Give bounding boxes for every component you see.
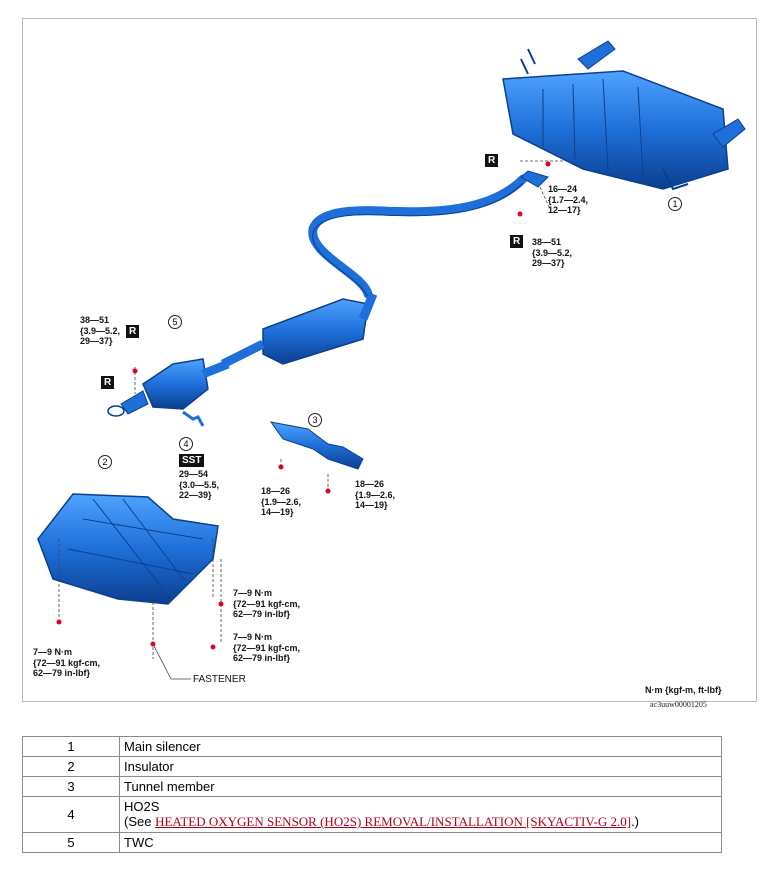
replace-badge: R bbox=[485, 154, 499, 167]
table-row: 5 TWC bbox=[22, 832, 722, 853]
part-number: 4 bbox=[22, 796, 120, 833]
torque-silencer-lower: 38—51 {3.9—5.2, 29—37} bbox=[532, 237, 573, 268]
twc bbox=[107, 358, 230, 417]
torque-twc-upper: 38—51 {3.9—5.2, 29—37} bbox=[80, 315, 121, 346]
part-number: 5 bbox=[22, 832, 120, 853]
torque-insulator-right-upper: 7—9 N·m {72—91 kgf-cm, 62—79 in-lbf} bbox=[233, 588, 301, 619]
part-name-cell: HO2S (See HEATED OXYGEN SENSOR (HO2S) RE… bbox=[119, 796, 722, 833]
ho2s-procedure-link[interactable]: HEATED OXYGEN SENSOR (HO2S) REMOVAL/INST… bbox=[155, 814, 632, 829]
part-name: TWC bbox=[119, 832, 722, 853]
figure-id: ac3uuw00001205 bbox=[650, 700, 707, 709]
tunnel-member bbox=[269, 421, 364, 470]
part-name: Tunnel member bbox=[119, 776, 722, 797]
center-silencer bbox=[220, 292, 378, 369]
torque-markers bbox=[56, 161, 551, 650]
see-reference: (See HEATED OXYGEN SENSOR (HO2S) REMOVAL… bbox=[124, 814, 717, 830]
replace-badge: R bbox=[126, 325, 140, 338]
parts-table: 1 Main silencer 2 Insulator 3 Tunnel mem… bbox=[22, 736, 722, 853]
see-suffix: .) bbox=[631, 814, 640, 829]
table-row: 2 Insulator bbox=[22, 756, 722, 777]
torque-insulator-right-lower: 7—9 N·m {72—91 kgf-cm, 62—79 in-lbf} bbox=[233, 632, 301, 663]
ho2s-sensor bbox=[182, 410, 205, 427]
torque-insulator-left: 7—9 N·m {72—91 kgf-cm, 62—79 in-lbf} bbox=[33, 647, 101, 678]
torque-tunnel-left: 18—26 {1.9—2.6, 14—19} bbox=[261, 486, 302, 517]
replace-badge: R bbox=[510, 235, 524, 248]
exhaust-diagram bbox=[37, 40, 746, 680]
sst-badge: SST bbox=[179, 454, 205, 467]
units-label: N·m {kgf-m, ft-lbf} bbox=[645, 685, 722, 695]
table-row: 1 Main silencer bbox=[22, 736, 722, 757]
part-name: HO2S bbox=[124, 799, 160, 814]
callout-4: 4 bbox=[179, 437, 193, 451]
table-row: 3 Tunnel member bbox=[22, 776, 722, 797]
part-number: 2 bbox=[22, 756, 120, 777]
insulator bbox=[37, 493, 219, 605]
fastener-label: FASTENER bbox=[193, 674, 246, 685]
callout-1: 1 bbox=[668, 197, 682, 211]
callout-2: 2 bbox=[98, 455, 112, 469]
part-number: 3 bbox=[22, 776, 120, 797]
callout-5: 5 bbox=[168, 315, 182, 329]
part-number: 1 bbox=[22, 736, 120, 757]
part-name: Main silencer bbox=[119, 736, 722, 757]
see-prefix: (See bbox=[124, 814, 156, 829]
fastener-leader bbox=[152, 643, 191, 680]
main-silencer bbox=[502, 40, 746, 191]
torque-tunnel-right: 18—26 {1.9—2.6, 14—19} bbox=[355, 479, 396, 510]
torque-silencer-upper: 16—24 {1.7—2.4, 12—17} bbox=[548, 184, 589, 215]
table-row: 4 HO2S (See HEATED OXYGEN SENSOR (HO2S) … bbox=[22, 796, 722, 833]
exhaust-system-figure: 1 2 3 4 5 R R R R SST 16—24 {1.7—2.4, 12… bbox=[22, 18, 757, 702]
replace-badge: R bbox=[101, 376, 115, 389]
callout-3: 3 bbox=[308, 413, 322, 427]
torque-ho2s: 29—54 {3.0—5.5, 22—39} bbox=[179, 469, 220, 500]
part-name: Insulator bbox=[119, 756, 722, 777]
exhaust-pipe bbox=[308, 170, 549, 299]
